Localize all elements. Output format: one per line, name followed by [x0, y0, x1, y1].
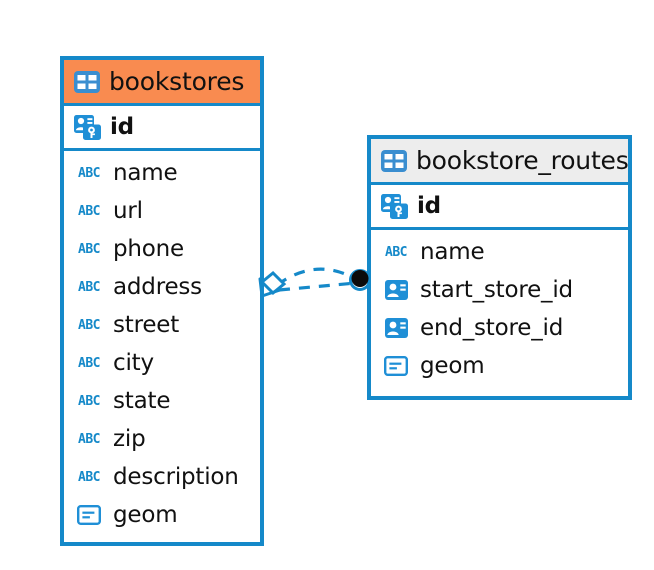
field-name: phone	[113, 236, 184, 262]
abc-text-icon: ABC	[78, 469, 100, 485]
field-name: geom	[113, 502, 178, 528]
field-list: ABC name start_store_id	[371, 230, 628, 385]
field-row-geom[interactable]: geom	[371, 347, 628, 385]
field-row-geom[interactable]: geom	[64, 496, 260, 534]
abc-text-icon: ABC	[385, 244, 407, 260]
field-name: geom	[420, 353, 485, 379]
field-name: id	[417, 193, 441, 219]
entity-table-bookstores[interactable]: bookstores id ABC name ABC	[60, 56, 264, 546]
relationship-line-lower	[278, 281, 357, 292]
table-icon	[74, 70, 100, 93]
relationship-connector[interactable]	[255, 240, 385, 320]
geometry-icon	[381, 356, 411, 376]
field-name: address	[113, 274, 202, 300]
field-row-street[interactable]: ABC street	[64, 306, 260, 344]
abc-text-icon: ABC	[78, 431, 100, 447]
field-row-description[interactable]: ABC description	[64, 458, 260, 496]
entity-header-bookstores[interactable]: bookstores	[64, 60, 260, 106]
abc-text-icon: ABC	[78, 241, 100, 257]
foreign-key-icon	[381, 280, 411, 300]
field-row-start-store-id[interactable]: start_store_id	[371, 271, 628, 309]
field-row-primary-key[interactable]: id	[64, 106, 260, 151]
field-row-url[interactable]: ABC url	[64, 192, 260, 230]
field-name: name	[113, 160, 178, 186]
abc-text-icon: ABC	[78, 279, 100, 295]
primary-key-icon	[381, 193, 408, 219]
field-row-zip[interactable]: ABC zip	[64, 420, 260, 458]
field-name: url	[113, 198, 143, 224]
field-name: city	[113, 350, 154, 376]
foreign-key-icon	[381, 318, 411, 338]
entity-header-bookstore-routes[interactable]: bookstore_routes	[371, 139, 629, 185]
abc-text-icon: ABC	[78, 203, 100, 219]
abc-text-icon: ABC	[78, 355, 100, 371]
relationship-line-upper	[276, 267, 358, 287]
table-icon	[381, 149, 407, 172]
geometry-icon	[74, 505, 104, 525]
entity-title: bookstore_routes	[416, 146, 629, 175]
field-name: description	[113, 464, 239, 490]
field-name: state	[113, 388, 171, 414]
field-name: end_store_id	[420, 315, 564, 341]
field-row-primary-key[interactable]: id	[371, 185, 628, 230]
field-name: id	[110, 114, 134, 140]
field-row-phone[interactable]: ABC phone	[64, 230, 260, 268]
field-row-name[interactable]: ABC name	[371, 233, 628, 271]
abc-text-icon: ABC	[78, 393, 100, 409]
field-row-address[interactable]: ABC address	[64, 268, 260, 306]
field-name: name	[420, 239, 485, 265]
abc-text-icon: ABC	[78, 317, 100, 333]
entity-title: bookstores	[109, 67, 245, 96]
abc-text-icon: ABC	[78, 165, 100, 181]
field-row-state[interactable]: ABC state	[64, 382, 260, 420]
field-name: start_store_id	[420, 277, 573, 303]
entity-table-bookstore-routes[interactable]: bookstore_routes id ABC name	[367, 135, 632, 400]
field-name: zip	[113, 426, 146, 452]
field-name: street	[113, 312, 180, 338]
field-list: ABC name ABC url ABC phone ABC address A…	[64, 151, 260, 534]
field-row-end-store-id[interactable]: end_store_id	[371, 309, 628, 347]
primary-key-icon	[74, 114, 101, 140]
field-row-city[interactable]: ABC city	[64, 344, 260, 382]
field-row-name[interactable]: ABC name	[64, 154, 260, 192]
